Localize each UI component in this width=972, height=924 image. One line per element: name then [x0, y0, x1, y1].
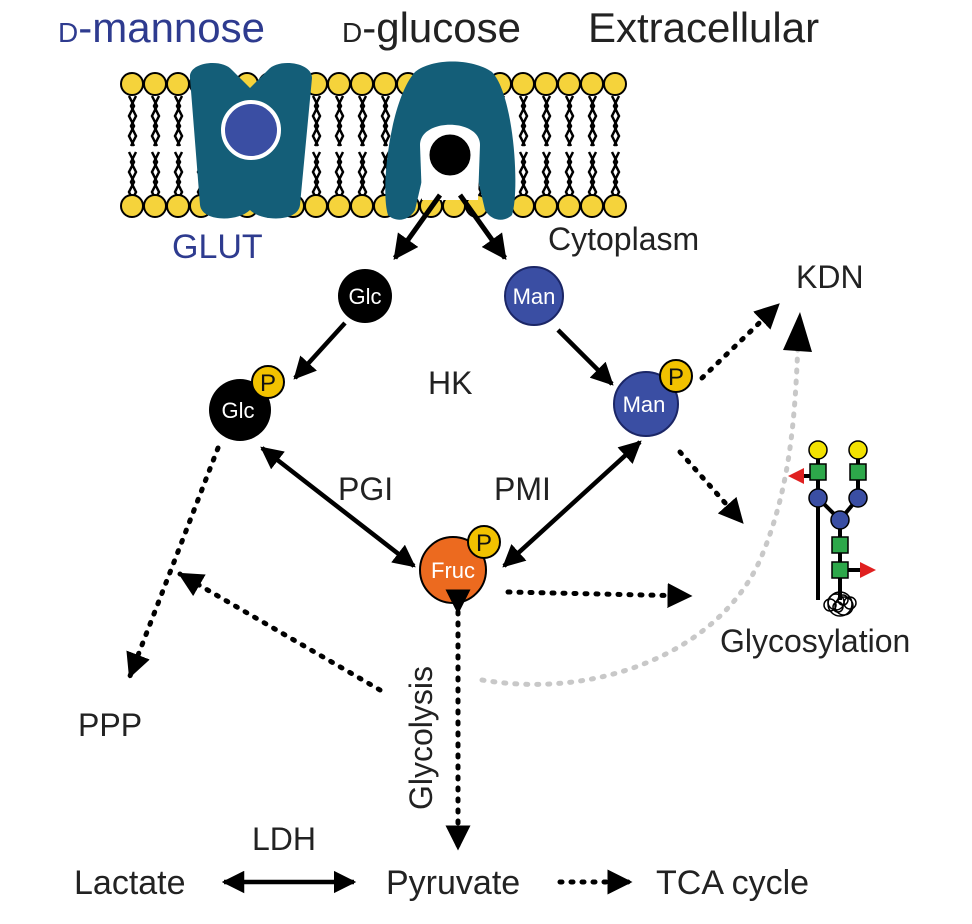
svg-text:Man: Man — [513, 284, 556, 309]
pmi-label: PMI — [494, 471, 551, 507]
lipid-tail — [129, 151, 138, 203]
arrow-transport-to-man — [457, 193, 508, 261]
lipid-tail — [152, 95, 161, 147]
lipid-tail — [566, 151, 575, 203]
lipid-tail — [612, 151, 621, 203]
lipid-tail — [382, 95, 391, 147]
glucose-molecule — [426, 131, 474, 179]
lipid-head — [350, 194, 374, 218]
lipid-tail — [520, 95, 529, 147]
tca-cycle-label: TCA cycle — [656, 864, 809, 902]
glc-node: Glc — [338, 269, 392, 323]
lipid-tail — [336, 151, 345, 203]
svg-text:Glc: Glc — [222, 398, 255, 423]
lipid-tail — [566, 95, 575, 147]
arrow-glc6p-to-ppp — [126, 445, 221, 679]
mannose-molecule — [221, 100, 281, 160]
kdn-label: KDN — [796, 259, 864, 295]
arrow-transport-to-glc — [392, 193, 443, 261]
lipid-tail — [543, 151, 552, 203]
arrow-glc-to-glc6p — [293, 321, 347, 380]
arrow-man-to-man6p — [556, 328, 614, 386]
lipid-tail — [152, 151, 161, 203]
lipid-head — [120, 72, 144, 96]
lipid-head — [580, 194, 604, 218]
lipid-head — [166, 72, 190, 96]
lipid-head — [327, 72, 351, 96]
gray-path-to-kdn — [479, 339, 801, 687]
svg-text:Glc: Glc — [349, 284, 382, 309]
lipid-head — [603, 72, 627, 96]
hk-label: HK — [428, 365, 472, 401]
glycosylation-label: Glycosylation — [720, 623, 910, 659]
glycan-structure — [788, 440, 876, 617]
man6p-node: Man P — [613, 359, 693, 437]
lipid-tail — [313, 95, 322, 147]
d-mannose-label: D-mannose — [58, 4, 265, 51]
svg-text:Fruc: Fruc — [431, 558, 475, 583]
lipid-tail — [313, 151, 322, 203]
svg-text:P: P — [476, 530, 492, 557]
arrow-fruc-to-glycosylation — [505, 583, 693, 609]
pyruvate-label: Pyruvate — [386, 864, 520, 902]
lipid-head — [534, 194, 558, 218]
lipid-head — [534, 72, 558, 96]
arrow-pgi — [260, 446, 416, 568]
lipid-head — [143, 194, 167, 218]
d-glucose-label: D-glucose — [342, 4, 521, 51]
lipid-head — [603, 194, 627, 218]
lipid-head — [580, 72, 604, 96]
glut-label: GLUT — [172, 228, 263, 266]
lipid-head — [373, 72, 397, 96]
lipid-tail — [589, 151, 598, 203]
ldh-label: LDH — [252, 821, 316, 857]
lipid-head — [511, 72, 535, 96]
arrow-man6p-to-kdn — [699, 302, 781, 381]
man-node: Man — [504, 266, 564, 326]
gray-path-arrowhead — [783, 312, 812, 352]
svg-text:P: P — [668, 364, 684, 391]
arrow-man6p-to-glycosylation — [677, 449, 745, 525]
lipid-head — [143, 72, 167, 96]
glycolysis-label: Glycolysis — [403, 666, 439, 810]
lipid-head — [557, 194, 581, 218]
lipid-tail — [612, 95, 621, 147]
glut-transporter-mannose — [189, 63, 312, 219]
lipid-head — [304, 194, 328, 218]
lipid-tail — [175, 95, 184, 147]
protein-coil-icon — [823, 591, 857, 617]
glut-transporter-glucose — [385, 61, 516, 220]
arrow-pmi — [502, 440, 642, 568]
lipid-head — [511, 194, 535, 218]
lipid-head — [166, 194, 190, 218]
lipid-tail — [589, 95, 598, 147]
cytoplasm-label: Cytoplasm — [548, 221, 699, 257]
lactate-label: Lactate — [74, 864, 186, 902]
ppp-label: PPP — [78, 707, 142, 743]
lipid-head — [350, 72, 374, 96]
pgi-label: PGI — [338, 471, 393, 507]
lipid-tail — [129, 95, 138, 147]
svg-text:Man: Man — [623, 392, 666, 417]
lipid-tail — [543, 95, 552, 147]
extracellular-label: Extracellular — [588, 4, 819, 51]
svg-text:P: P — [260, 370, 276, 397]
glc6p-node: Glc P — [209, 365, 285, 441]
lipid-head — [327, 194, 351, 218]
lipid-head — [120, 194, 144, 218]
fruc6p-node: Fruc P — [419, 525, 501, 604]
arrow-to-ppp-branch — [177, 571, 383, 693]
lipid-tail — [336, 95, 345, 147]
lipid-head — [557, 72, 581, 96]
lipid-tail — [520, 151, 529, 203]
lipid-tail — [175, 151, 184, 203]
lipid-tail — [359, 151, 368, 203]
lipid-tail — [359, 95, 368, 147]
